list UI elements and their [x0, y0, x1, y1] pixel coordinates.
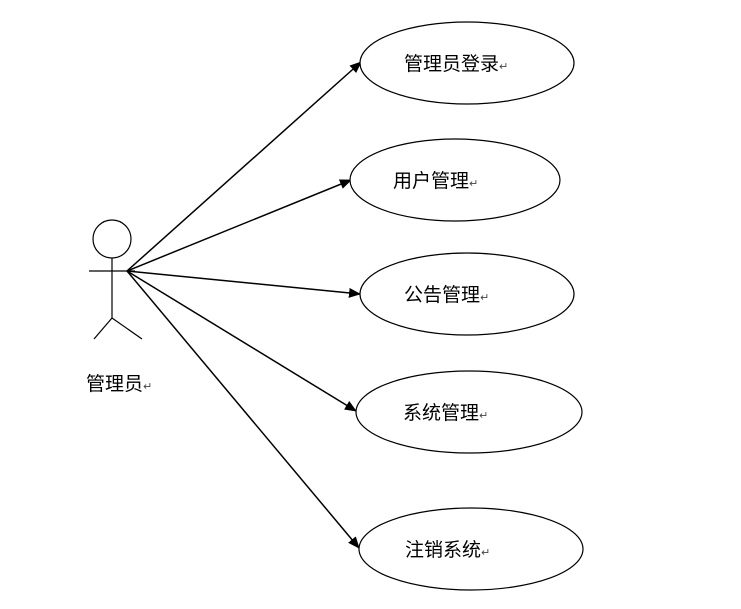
actor-right-leg [111, 317, 143, 340]
use-case-ellipse [359, 252, 575, 336]
use-case-label: 公告管理↵ [404, 284, 489, 306]
actor-label: 管理员↵ [86, 373, 152, 395]
use-case-label: 系统管理↵ [403, 402, 488, 424]
use-case-user-management: 用户管理↵ [349, 138, 561, 222]
use-case-ellipse [358, 507, 584, 591]
arrow-to-logout [126, 270, 360, 549]
use-case-label: 用户管理↵ [393, 170, 478, 192]
return-mark: ↵ [469, 177, 478, 190]
use-case-admin-login: 管理员登录↵ [359, 21, 575, 105]
use-case-label: 管理员登录↵ [404, 53, 508, 75]
use-case-notice-management: 公告管理↵ [359, 252, 575, 336]
actor-left-leg [93, 317, 113, 340]
arrow-to-admin-login [126, 61, 362, 272]
return-mark: ↵ [143, 380, 152, 393]
actor-head [92, 219, 132, 259]
arrow-to-system-management [126, 270, 357, 412]
associations [126, 61, 362, 549]
arrow-to-user-management [126, 179, 352, 272]
return-mark: ↵ [480, 291, 489, 304]
use-case-label: 注销系统↵ [405, 539, 490, 561]
return-mark: ↵ [499, 60, 508, 73]
arrow-to-notice-management [126, 270, 361, 298]
use-case-ellipse [349, 138, 561, 222]
use-case-ellipse [359, 21, 575, 105]
use-case-logout: 注销系统↵ [358, 507, 584, 591]
use-case-ellipse [355, 370, 583, 454]
use-case-system-management: 系统管理↵ [355, 370, 583, 454]
return-mark: ↵ [479, 409, 488, 422]
return-mark: ↵ [481, 546, 490, 559]
